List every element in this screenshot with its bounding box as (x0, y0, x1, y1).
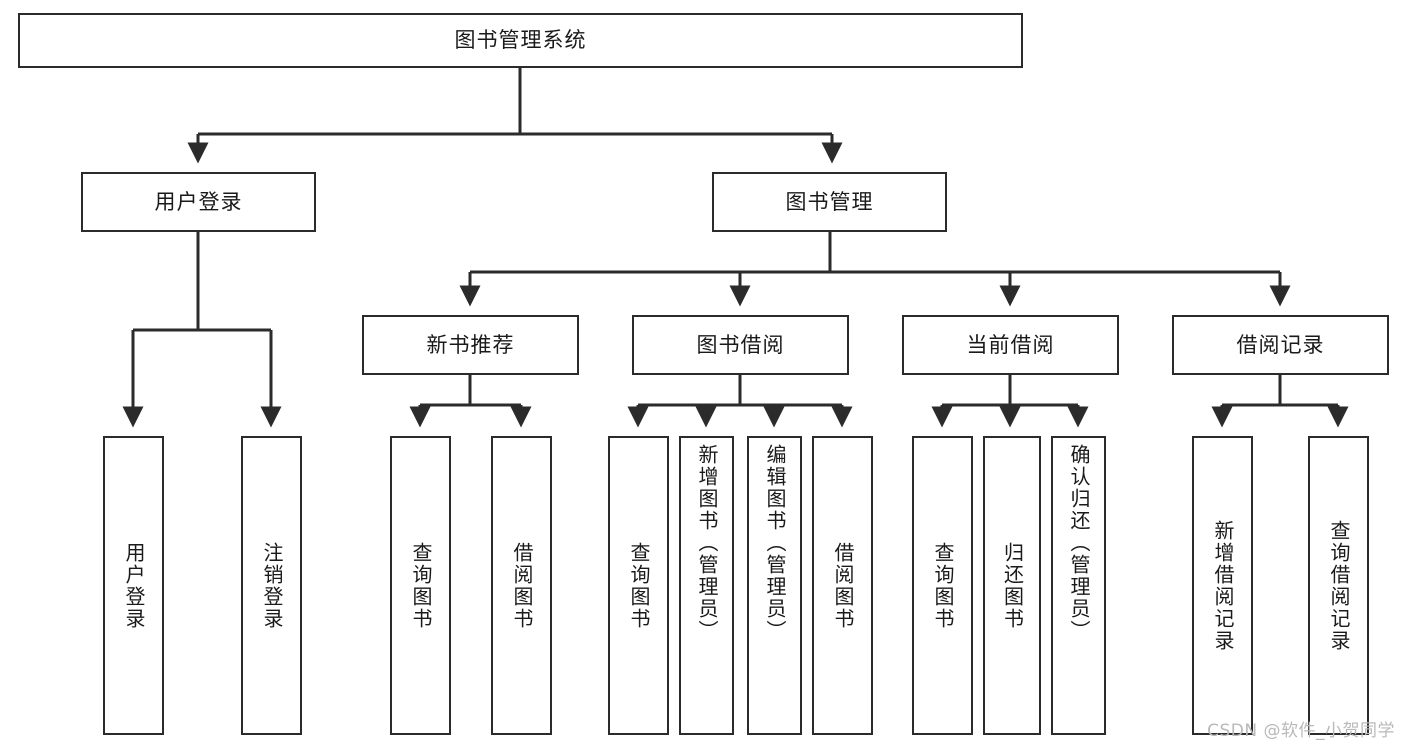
node-leaf-query-book-1[interactable]: 查询图书 (390, 436, 451, 735)
node-label: 编辑图书（管理员） (763, 444, 787, 642)
node-borrow-record[interactable]: 借阅记录 (1172, 315, 1389, 375)
node-leaf-borrow-book-1[interactable]: 借阅图书 (491, 436, 552, 735)
node-label: 借阅记录 (1236, 332, 1325, 357)
node-leaf-user-login[interactable]: 用户登录 (103, 436, 164, 735)
node-label: 注销登录 (260, 541, 284, 630)
node-label: 当前借阅 (966, 332, 1055, 357)
node-user-login[interactable]: 用户登录 (81, 172, 316, 232)
node-label: 归还图书 (1000, 541, 1025, 630)
node-label: 新书推荐 (426, 332, 515, 357)
node-leaf-return-book[interactable]: 归还图书 (983, 436, 1041, 735)
node-current-borrow[interactable]: 当前借阅 (902, 315, 1119, 375)
node-leaf-edit-book-admin[interactable]: 编辑图书（管理员） (747, 436, 802, 735)
node-label: 确认归还（管理员） (1067, 444, 1091, 642)
node-book-borrow[interactable]: 图书借阅 (632, 315, 849, 375)
node-leaf-user-logout[interactable]: 注销登录 (241, 436, 302, 735)
node-label: 新增借阅记录 (1211, 519, 1235, 652)
node-leaf-query-borrow-record[interactable]: 查询借阅记录 (1308, 436, 1369, 735)
node-label: 查询借阅记录 (1327, 519, 1351, 652)
node-leaf-add-book-admin[interactable]: 新增图书（管理员） (679, 436, 734, 735)
node-new-book-recommend[interactable]: 新书推荐 (362, 315, 579, 375)
node-label: 图书借阅 (696, 332, 785, 357)
node-label: 图书管理 (785, 189, 874, 214)
node-label: 查询图书 (409, 541, 433, 630)
node-leaf-query-book-2[interactable]: 查询图书 (608, 436, 669, 735)
node-root-system[interactable]: 图书管理系统 (18, 13, 1023, 68)
node-label: 查询图书 (931, 541, 955, 630)
node-label: 用户登录 (154, 189, 243, 214)
node-label: 图书管理系统 (454, 28, 587, 53)
node-leaf-borrow-book-2[interactable]: 借阅图书 (812, 436, 873, 735)
csdn-watermark: CSDN @软件_小贺同学 (1207, 721, 1395, 741)
node-label: 用户登录 (122, 541, 146, 630)
node-label: 查询图书 (627, 541, 651, 630)
node-label: 借阅图书 (831, 541, 855, 630)
node-label: 借阅图书 (510, 541, 534, 630)
node-label: 新增图书（管理员） (695, 444, 719, 642)
node-leaf-query-book-3[interactable]: 查询图书 (912, 436, 973, 735)
node-leaf-add-borrow-record[interactable]: 新增借阅记录 (1192, 436, 1253, 735)
node-leaf-confirm-return-admin[interactable]: 确认归还（管理员） (1051, 436, 1106, 735)
node-book-manage[interactable]: 图书管理 (712, 172, 947, 232)
